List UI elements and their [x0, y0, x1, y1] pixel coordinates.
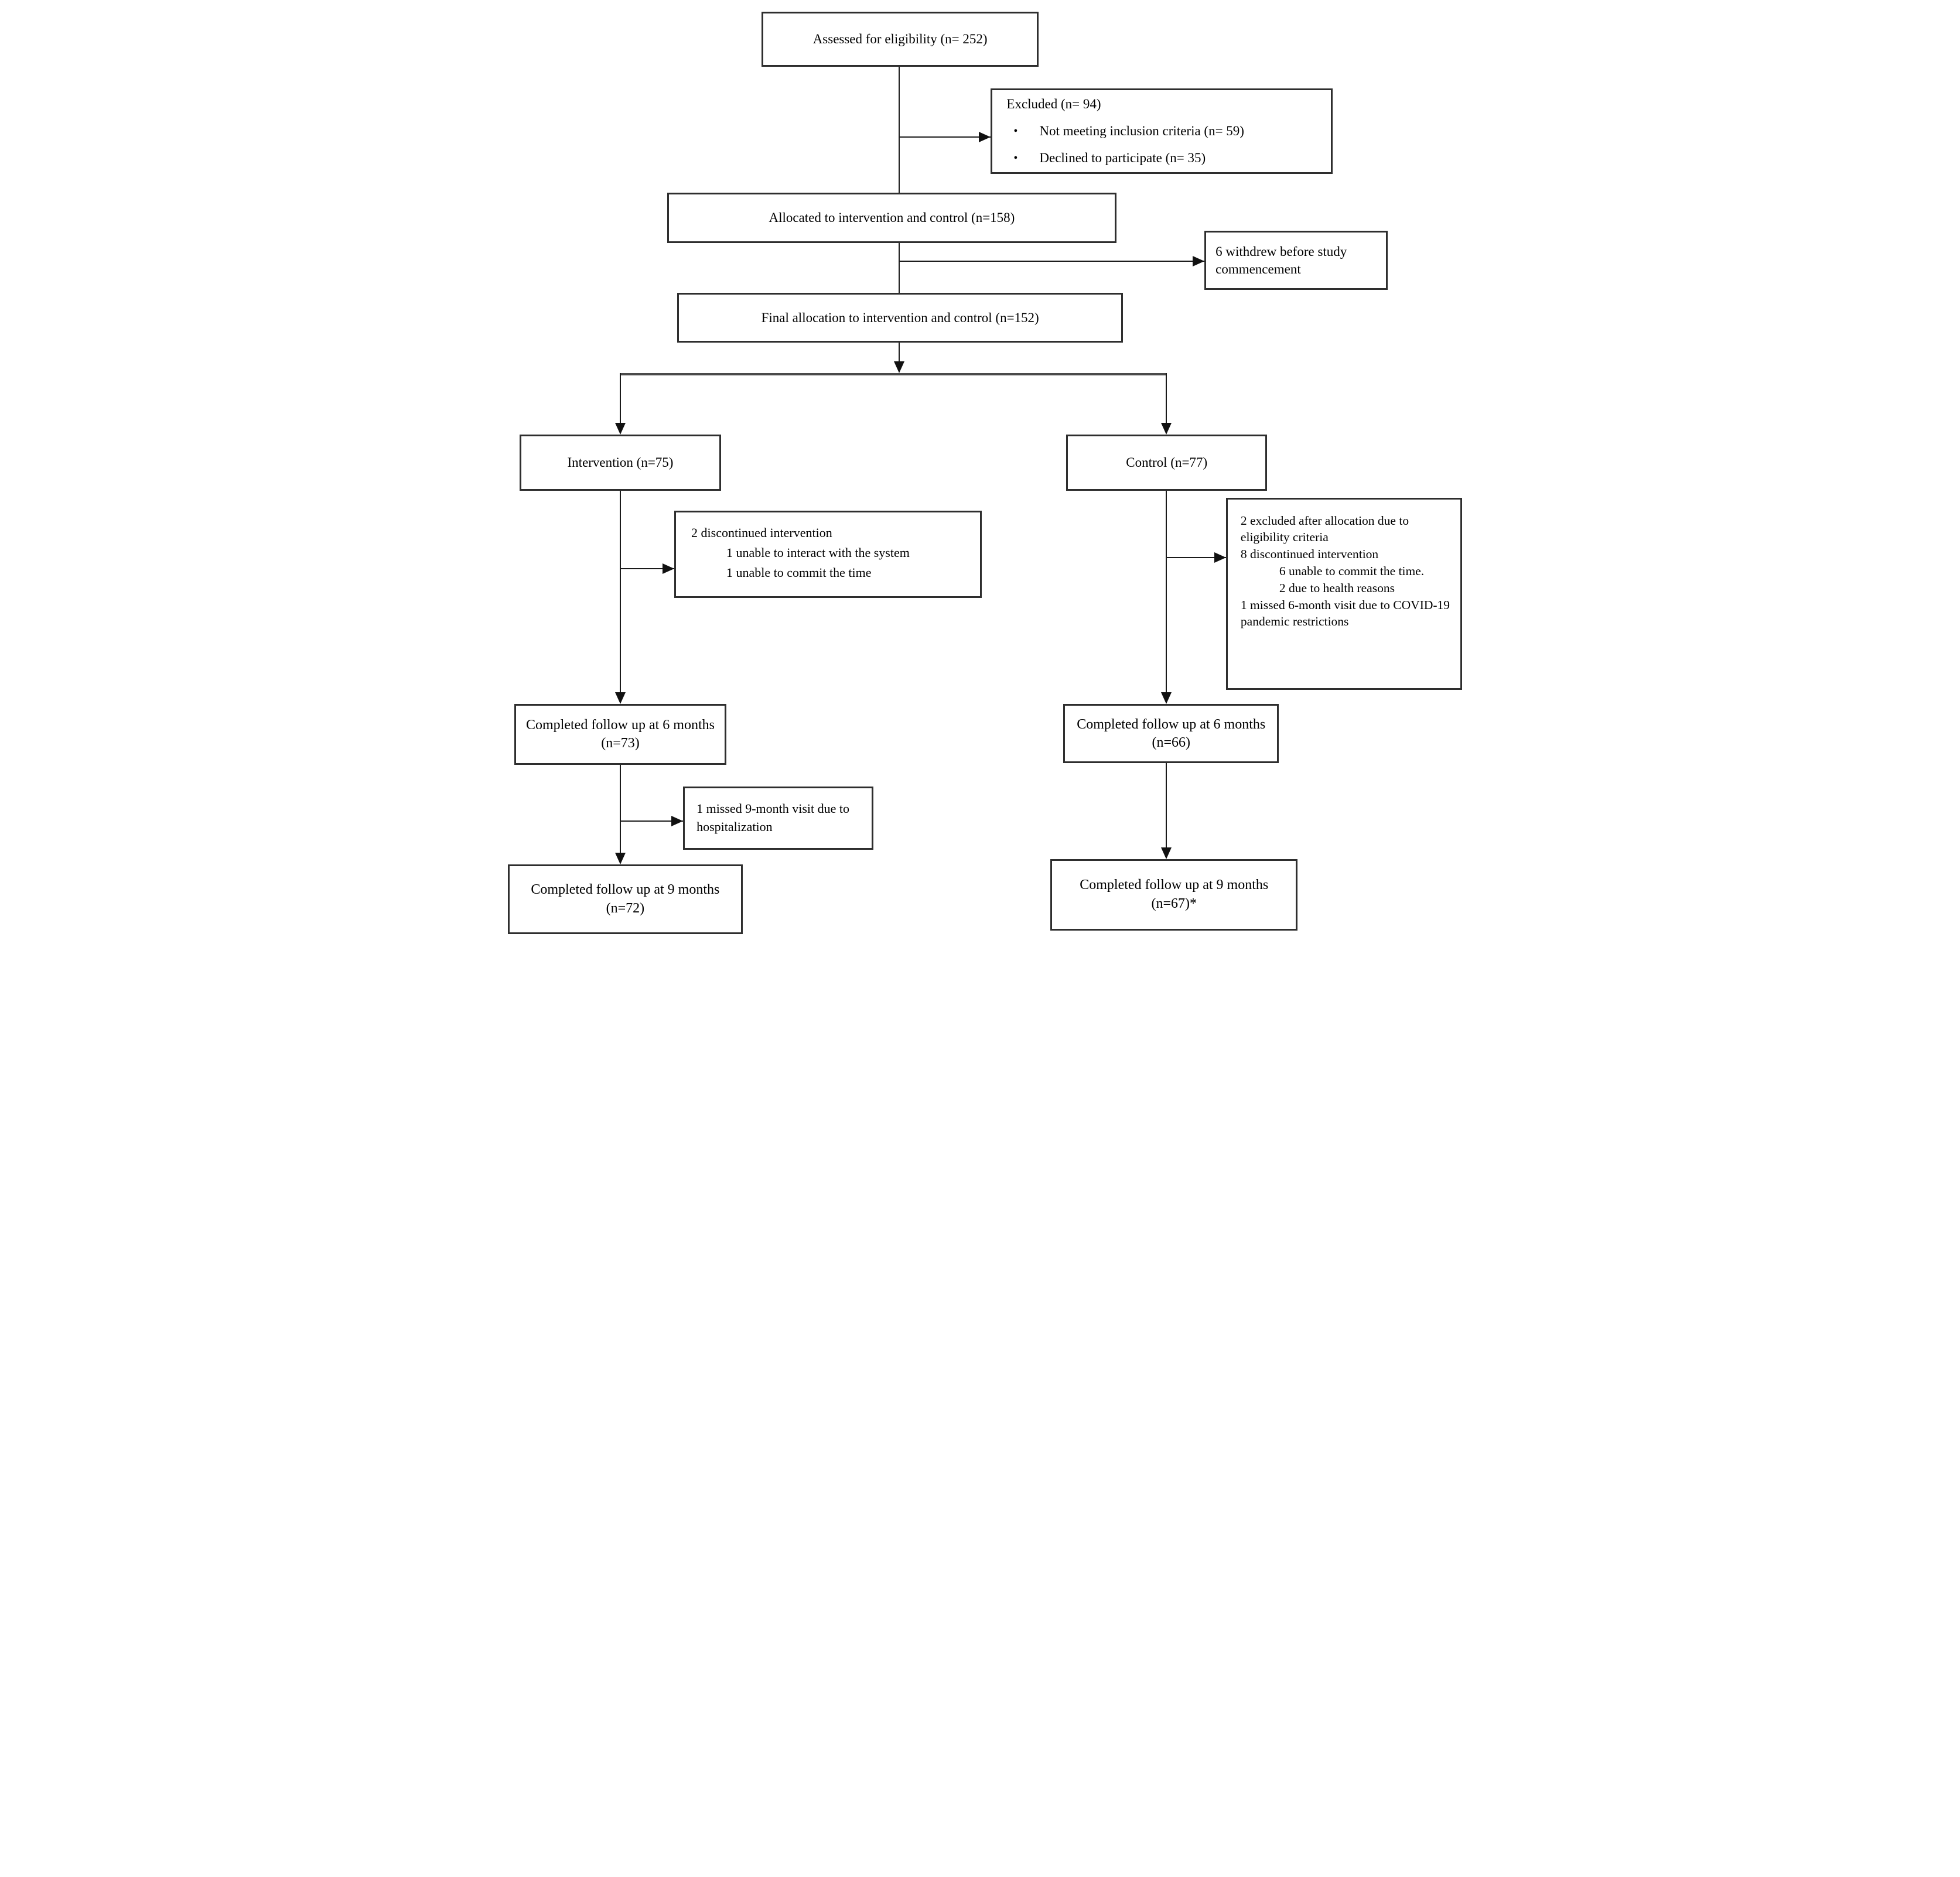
connector-completed6-to-completed9-intervention — [620, 765, 621, 854]
connector-split-to-control — [1165, 373, 1167, 424]
control-dropout-line: 6 unable to commit the time. — [1279, 563, 1425, 578]
control-dropout-box: 2 excluded after allocation due to eligi… — [1225, 497, 1463, 690]
connector-to-control-dropout — [1166, 556, 1226, 558]
connector-final-to-split — [898, 343, 900, 363]
connector-split-to-intervention — [620, 373, 621, 424]
arrowhead-completed9-control — [1160, 847, 1172, 859]
missed9-box: 1 missed 9-month visit due to hospitaliz… — [683, 787, 873, 850]
control-text: Control (n=77) — [1126, 455, 1208, 470]
connector-to-excluded — [899, 136, 991, 138]
completed6-control-box: Completed follow up at 6 months (n=66) — [1063, 704, 1279, 764]
intervention-dropout-box: 2 discontinued intervention 1 unable to … — [674, 511, 982, 599]
final-allocation-text: Final allocation to intervention and con… — [761, 310, 1039, 325]
intervention-dropout-line: 1 unable to interact with the system — [726, 545, 910, 560]
allocated-box: Allocated to intervention and control (n… — [667, 192, 1116, 244]
arrowhead-control — [1160, 423, 1172, 435]
completed6-intervention-text: Completed follow up at 6 months (n=73) — [526, 717, 715, 751]
excluded-item-text: Not meeting inclusion criteria (n= 59) — [1039, 123, 1244, 138]
connector-to-withdrew — [899, 260, 1205, 262]
control-dropout-line: 2 excluded after allocation due to eligi… — [1240, 513, 1409, 545]
control-box: Control (n=77) — [1066, 435, 1268, 491]
connector-intervention-to-completed6 — [620, 491, 621, 693]
control-dropout-line: 2 due to health reasons — [1279, 580, 1395, 595]
excluded-item-row: • Not meeting inclusion criteria (n= 59) — [1013, 122, 1324, 140]
intervention-dropout-line: 2 discontinued intervention — [691, 525, 832, 541]
connector-to-intervention-dropout — [620, 567, 674, 569]
completed9-control-text: Completed follow up at 9 months (n=67)* — [1080, 877, 1269, 911]
arrowhead-split — [893, 361, 904, 374]
connector-allocated-to-final — [898, 243, 900, 293]
arrowhead-intervention — [615, 423, 626, 435]
connector-to-missed9 — [620, 820, 684, 822]
intervention-dropout-line: 1 unable to commit the time — [726, 565, 872, 580]
connector-control-to-completed6 — [1165, 491, 1167, 693]
assessed-text: Assessed for eligibility (n= 252) — [812, 31, 988, 46]
arrowhead-completed6-intervention — [615, 692, 626, 705]
connector-completed6-to-completed9-control — [1165, 763, 1167, 848]
allocated-text: Allocated to intervention and control (n… — [769, 210, 1015, 225]
arrowhead-completed6-control — [1160, 692, 1172, 705]
assessed-box: Assessed for eligibility (n= 252) — [761, 12, 1039, 67]
arrowhead-missed9 — [671, 816, 684, 827]
excluded-item-row: • Declined to participate (n= 35) — [1013, 149, 1324, 167]
bullet-icon: • — [1013, 151, 1018, 165]
arrowhead-control-dropout — [1214, 552, 1226, 563]
intervention-text: Intervention (n=75) — [567, 455, 674, 470]
completed6-control-text: Completed follow up at 6 months (n=66) — [1077, 716, 1266, 750]
withdrew-text: 6 withdrew before study commencement — [1215, 244, 1347, 276]
split-line — [620, 373, 1166, 376]
bullet-icon: • — [1013, 124, 1018, 138]
control-dropout-line: 1 missed 6-month visit due to COVID-19 p… — [1240, 597, 1450, 629]
arrowhead-excluded — [979, 132, 991, 143]
excluded-title: Excluded (n= 94) — [1006, 97, 1101, 112]
completed9-intervention-box: Completed follow up at 9 months (n=72) — [507, 864, 743, 934]
consort-flow-diagram: Assessed for eligibility (n= 252) Exclud… — [490, 0, 1470, 939]
completed9-intervention-text: Completed follow up at 9 months (n=72) — [531, 882, 720, 916]
excluded-item-text: Declined to participate (n= 35) — [1039, 150, 1206, 165]
connector-assessed-to-allocated — [898, 66, 900, 193]
completed9-control-box: Completed follow up at 9 months (n=67)* — [1050, 859, 1298, 931]
arrowhead-completed9-intervention — [615, 853, 626, 865]
arrowhead-intervention-dropout — [663, 563, 675, 574]
completed6-intervention-box: Completed follow up at 6 months (n=73) — [514, 704, 726, 765]
missed9-text: 1 missed 9-month visit due to hospitaliz… — [696, 801, 850, 834]
excluded-box: Excluded (n= 94) • Not meeting inclusion… — [991, 88, 1333, 174]
intervention-box: Intervention (n=75) — [519, 435, 722, 491]
arrowhead-withdrew — [1193, 255, 1205, 266]
withdrew-box: 6 withdrew before study commencement — [1204, 231, 1388, 290]
final-allocation-box: Final allocation to intervention and con… — [677, 293, 1124, 343]
control-dropout-line: 8 discontinued intervention — [1240, 547, 1379, 562]
